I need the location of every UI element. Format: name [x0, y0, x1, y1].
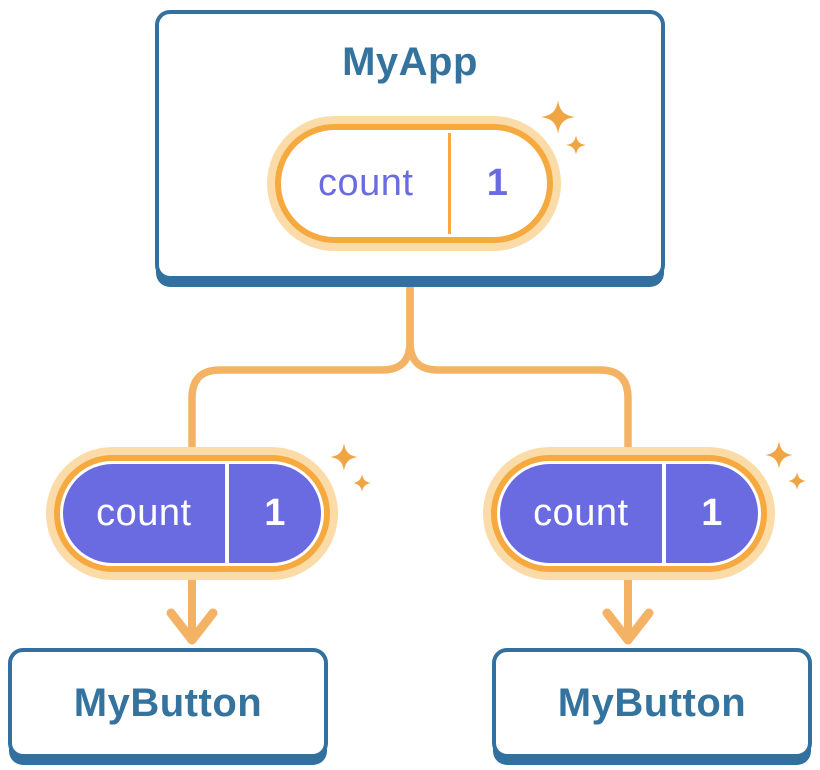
state-key: count [318, 162, 414, 204]
prop-value: 1 [264, 492, 286, 534]
sparkle-icon [330, 443, 371, 492]
pill-divider [224, 464, 229, 563]
branch-line-right [406, 278, 632, 582]
component-node-mybutton-right: MyButton [492, 648, 812, 758]
state-pill-body: count 1 [284, 133, 544, 234]
pill-divider [661, 464, 666, 563]
arrow-right-head-icon [602, 608, 654, 645]
component-node-mybutton-left: MyButton [8, 648, 328, 758]
component-label: MyButton [557, 680, 747, 725]
state-pill: count 1 [267, 116, 561, 251]
prop-pill-ring: count 1 [54, 455, 330, 572]
prop-pill-body: count 1 [63, 464, 321, 563]
prop-key: count [96, 492, 192, 534]
pill-divider [447, 133, 451, 234]
sparkle-icon [541, 100, 586, 155]
component-label: MyApp [342, 40, 478, 84]
prop-pill-left: count 1 [46, 447, 338, 580]
prop-pill-body: count 1 [500, 464, 758, 563]
sparkle-icon [765, 441, 806, 490]
prop-value: 1 [701, 492, 723, 534]
prop-pill-ring: count 1 [491, 455, 767, 572]
arrow-left-head-icon [166, 608, 218, 645]
prop-key: count [533, 492, 629, 534]
component-label: MyButton [73, 680, 263, 725]
prop-pill-right: count 1 [483, 447, 775, 580]
state-pill-ring: count 1 [275, 124, 553, 243]
state-value: 1 [486, 162, 508, 204]
